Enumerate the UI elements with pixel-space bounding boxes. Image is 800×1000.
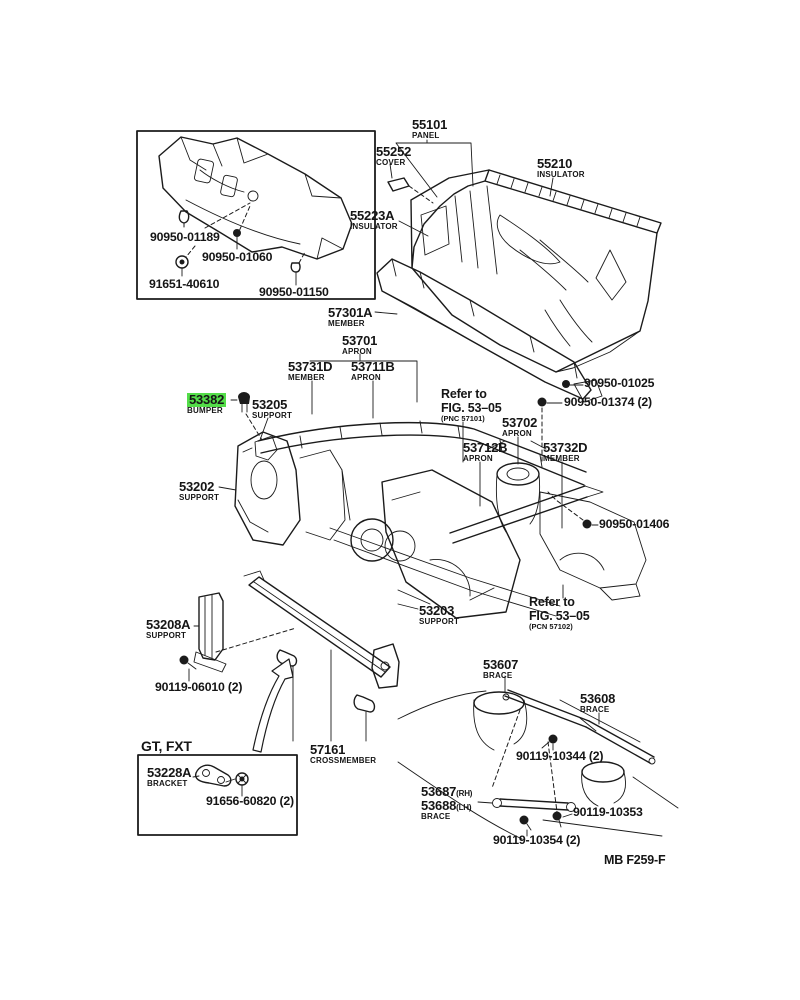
part-label-90119-10354: 90119-10354 (2) [493,833,581,847]
part-label-90950-01150: 90950-01150 [259,285,329,299]
apron-label-bracket [310,354,417,418]
part-label-53687-53688: 53687(RH) 53688(LH) BRACE [421,784,473,822]
radiator-support-drawing [219,380,646,618]
refer-note-fig-53-05-pcn-57102: Refer to FIG. 53–05 (PCN 57102) [529,595,590,631]
part-number-highlight[interactable]: 53382 [187,392,227,408]
bolt-icon [537,397,563,407]
bolt-icon [176,256,188,276]
pointer-arrow [253,659,293,752]
brace-drawing [398,676,678,839]
part-label-90950-01060: 90950-01060 [202,250,273,264]
crossmember-drawing [179,571,400,752]
figure-code: MB F259-F [604,853,666,867]
part-label-90119-10353: 90119-10353 [573,805,643,819]
bolt-icon [552,811,562,828]
bolt-icon [233,229,241,249]
part-label-90950-01189: 90950-01189 [150,230,220,244]
gt-fxt-box [138,755,297,835]
bolt-icon [562,380,583,388]
part-label-53382-highlighted[interactable]: 53382 BUMPER [187,392,227,416]
part-label-90950-01406: 90950-01406 [599,517,670,531]
part-label-90950-01374: 90950-01374 (2) [564,395,652,409]
bump-stop-icon [231,392,262,440]
part-label-90119-10344: 90119-10344 (2) [516,749,604,763]
clip-icon [291,252,305,285]
part-label-91651-40610: 91651-40610 [149,277,220,291]
part-label-91656-60820: 91656-60820 (2) [206,794,294,808]
bolt-icon [542,734,558,749]
part-label-90950-01025: 90950-01025 [584,376,655,390]
clip-icon [354,695,374,712]
refer-note-fig-53-05-pnc-57101: Refer to FIG. 53–05 (PNC 57101) [441,387,502,423]
bolt-icon [519,815,532,831]
inset-panel-drawing [137,131,375,299]
bolt-icon [179,655,197,670]
bolt-icon [236,773,248,785]
bolt-icon [582,519,599,529]
part-label-90119-06010: 90119-06010 (2) [155,680,243,694]
clip-icon [277,650,296,666]
variant-note-gt-fxt: GT, FXT [141,738,192,754]
cowl-panel-drawing [375,140,661,402]
